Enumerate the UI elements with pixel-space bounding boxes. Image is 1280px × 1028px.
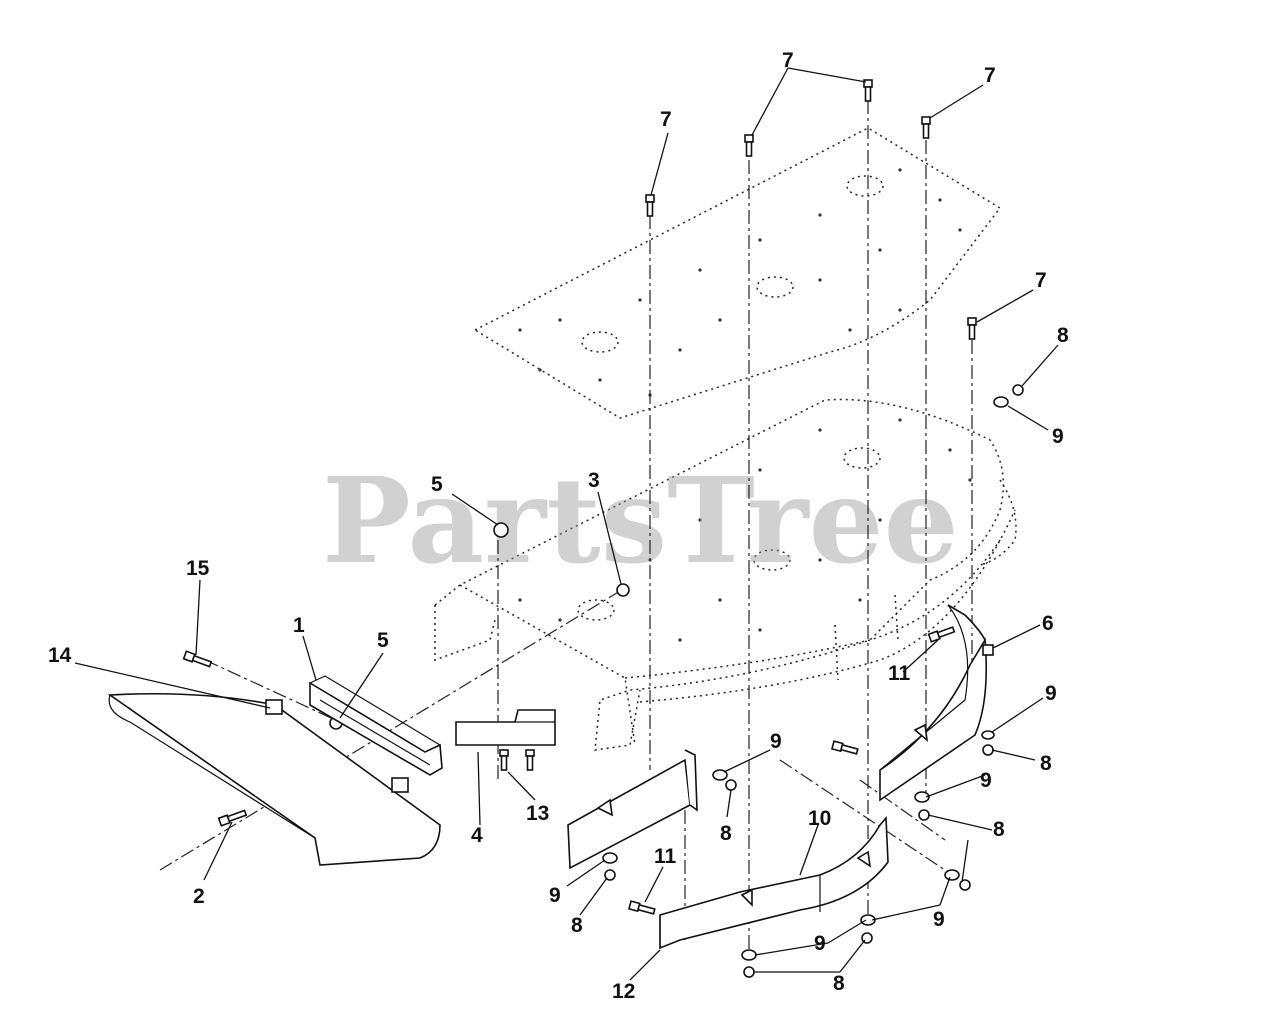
callout-15: 15 xyxy=(186,557,210,580)
callout-4: 4 xyxy=(471,824,483,847)
callout-9: 9 xyxy=(980,769,992,792)
callout-7: 7 xyxy=(660,108,672,131)
callout-14: 14 xyxy=(48,644,72,667)
callout-1: 1 xyxy=(293,614,305,637)
baffle-bottom xyxy=(627,740,889,950)
callout-3: 3 xyxy=(588,469,600,492)
mounting-bracket xyxy=(455,709,556,771)
callout-8: 8 xyxy=(993,818,1005,841)
callout-11: 11 xyxy=(654,845,677,868)
callout-6: 6 xyxy=(1042,612,1054,635)
bolt-set-top xyxy=(645,79,977,340)
callout-8: 8 xyxy=(571,914,583,937)
callout-12: 12 xyxy=(612,980,635,1003)
callout-5: 5 xyxy=(377,629,389,652)
callout-13: 13 xyxy=(526,802,549,825)
callout-labels: 7 7 7 7 8 9 5 3 15 1 5 14 6 11 9 9 8 9 1… xyxy=(48,49,1069,1003)
alignment-lines xyxy=(159,100,973,950)
callout-11: 11 xyxy=(888,662,911,685)
callout-8: 8 xyxy=(720,822,732,845)
callout-8: 8 xyxy=(833,972,845,995)
watermark-text: PartsTree xyxy=(322,451,959,590)
callout-8: 8 xyxy=(1040,752,1052,775)
callout-9: 9 xyxy=(933,908,945,931)
leader-lines xyxy=(74,67,1059,981)
callout-5: 5 xyxy=(431,473,443,496)
callout-8: 8 xyxy=(1057,324,1069,347)
callout-2: 2 xyxy=(193,885,205,908)
callout-7: 7 xyxy=(984,64,996,87)
callout-9: 9 xyxy=(549,884,561,907)
baffle-left xyxy=(567,749,698,870)
lower-deck-housing xyxy=(434,398,1017,751)
baffle-right xyxy=(879,604,994,802)
callout-7: 7 xyxy=(782,49,794,72)
hinge-bracket xyxy=(309,675,443,776)
callout-9: 9 xyxy=(1045,682,1057,705)
upper-deck-plate xyxy=(473,127,1002,419)
callout-9: 9 xyxy=(1052,425,1064,448)
callout-7: 7 xyxy=(1035,269,1047,292)
callout-9: 9 xyxy=(814,932,826,955)
callout-9: 9 xyxy=(770,730,782,753)
callout-10: 10 xyxy=(808,807,831,830)
discharge-deflector xyxy=(107,650,441,866)
